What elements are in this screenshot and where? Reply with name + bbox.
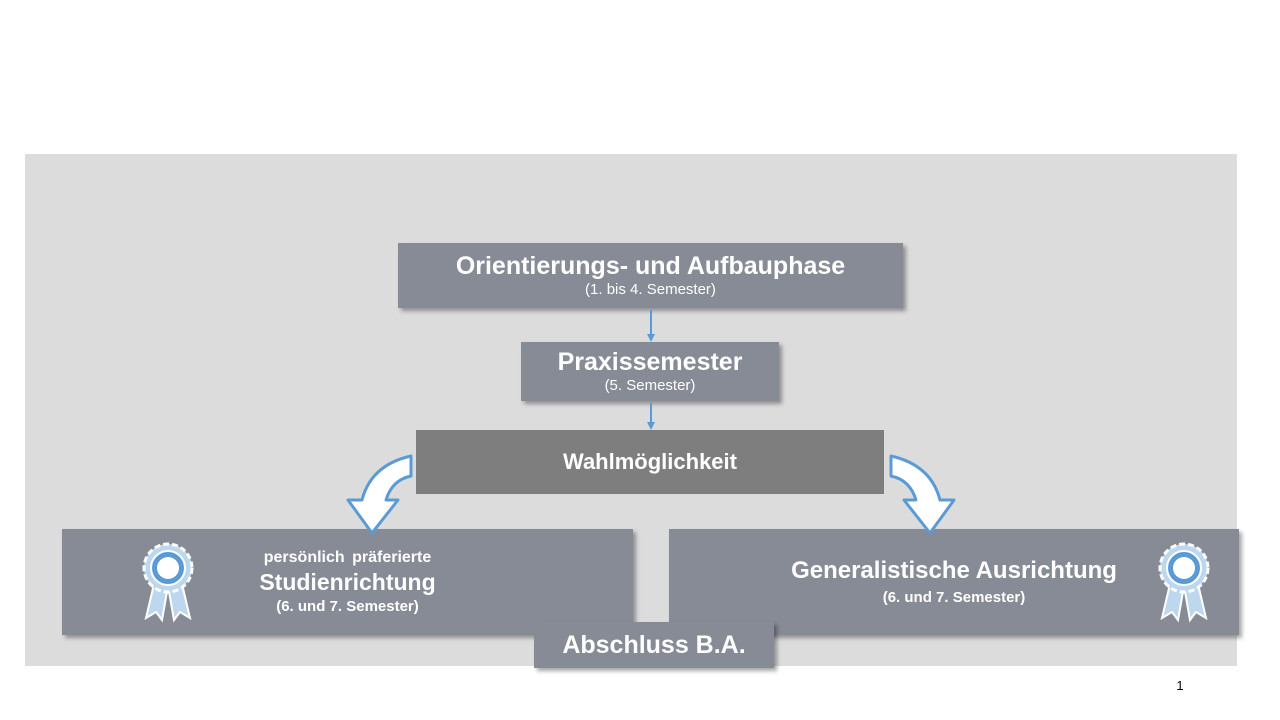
orientierungsphase-subtitle: (1. bis 4. Semester): [585, 280, 716, 298]
praxissemester-subtitle: (5. Semester): [604, 376, 696, 394]
generalistische-title: Generalistische Ausrichtung: [791, 557, 1117, 585]
page-number: 1: [1176, 678, 1184, 693]
studienrichtung-title: Studienrichtung: [259, 568, 436, 595]
wahlmoeglichkeit-title: Wahlmöglichkeit: [563, 449, 737, 475]
orientierungsphase-title: Orientierungs- und Aufbauphase: [455, 252, 846, 281]
abschluss-box: Abschluss B.A.: [534, 622, 774, 668]
praxissemester-box: Praxissemester (5. Semester): [521, 342, 779, 401]
generalistische-box: Generalistische Ausrichtung (6. und 7. S…: [669, 529, 1239, 635]
orientierungsphase-box: Orientierungs- und Aufbauphase (1. bis 4…: [398, 243, 903, 308]
praxissemester-title: Praxissemester: [557, 348, 743, 377]
award-ribbon-icon: [142, 542, 194, 623]
wahlmoeglichkeit-box: Wahlmöglichkeit: [416, 430, 884, 494]
studienrichtung-pre: persönlich präferierte: [263, 548, 432, 566]
award-ribbon-icon: [1158, 542, 1210, 623]
studienrichtung-subtitle: (6. und 7. Semester): [276, 598, 419, 616]
abschluss-title: Abschluss B.A.: [562, 630, 746, 659]
generalistische-subtitle: (6. und 7. Semester): [882, 588, 1026, 606]
